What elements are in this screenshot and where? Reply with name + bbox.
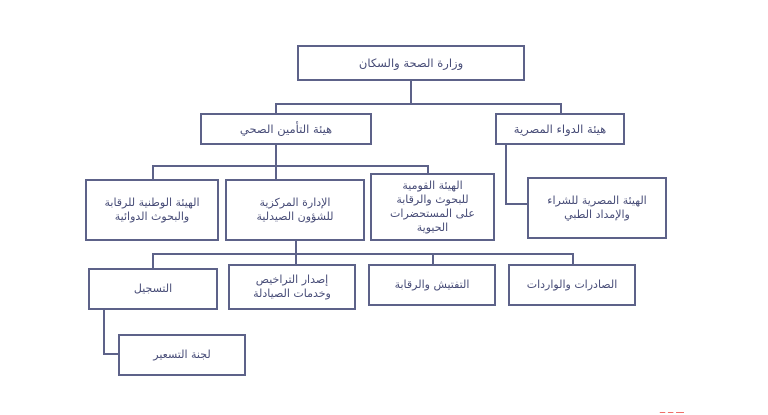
node-label: الهيئة القومية للبحوث والرقابة على المست…: [390, 178, 475, 235]
connector-health-insurance-stem: [275, 143, 277, 181]
node-egyptian-drug-authority[interactable]: هيئة الدواء المصرية: [495, 113, 625, 145]
node-label: الصادرات والواردات: [526, 277, 618, 291]
node-exports-and-imports[interactable]: الصادرات والواردات: [508, 264, 636, 306]
connector-registration-drop: [103, 310, 105, 355]
node-label: التفتيش والرقابة: [394, 277, 470, 291]
bottom-cropped-caption: ـــ ــ ــ: [659, 406, 684, 415]
connector-to-national-drug-control: [152, 165, 154, 181]
node-procurement-medical-supply[interactable]: الهيئة المصرية للشراء والإمداد الطبي: [527, 177, 667, 239]
connector-to-health-insurance: [275, 103, 277, 115]
connector-registration-elbow: [103, 353, 125, 355]
node-label: إصدار التراخيص وخدمات الصيادلة: [253, 272, 331, 300]
node-registration[interactable]: التسجيل: [88, 268, 218, 310]
connector-level3-bar: [152, 165, 427, 167]
node-label: وزارة الصحة والسكان: [358, 55, 464, 70]
node-label: التسجيل: [133, 281, 173, 295]
node-label: الهيئة الوطنية للرقابة والبحوث الدوائية: [104, 195, 200, 223]
connector-drug-authority-elbow: [505, 203, 527, 205]
connector-to-registration: [152, 253, 154, 269]
connector-drug-authority-drop: [505, 143, 507, 205]
node-label: الإدارة المركزية للشؤون الصيدلية: [256, 195, 334, 223]
node-ministry-of-health[interactable]: وزارة الصحة والسكان: [297, 45, 525, 81]
node-licensing-pharmacist-services[interactable]: إصدار التراخيص وخدمات الصيادلة: [228, 264, 356, 310]
node-national-drug-control-research[interactable]: الهيئة الوطنية للرقابة والبحوث الدوائية: [85, 179, 219, 241]
node-label: هيئة التأمين الصحي: [239, 121, 333, 136]
node-central-pharmaceutical-affairs[interactable]: الإدارة المركزية للشؤون الصيدلية: [225, 179, 365, 241]
node-pricing-committee[interactable]: لجنة التسعير: [118, 334, 246, 376]
node-label: هيئة الدواء المصرية: [513, 121, 607, 136]
node-label: لجنة التسعير: [153, 347, 211, 361]
connector-root-bar: [275, 103, 562, 105]
node-label: الهيئة المصرية للشراء والإمداد الطبي: [547, 193, 647, 221]
connector-level4-bar: [152, 253, 572, 255]
connector-to-inspection: [432, 253, 434, 269]
connector-to-drug-authority: [560, 103, 562, 115]
node-national-biologicals-control[interactable]: الهيئة القومية للبحوث والرقابة على المست…: [370, 173, 495, 241]
node-inspection-and-control[interactable]: التفتيش والرقابة: [368, 264, 496, 306]
connector-central-pharma-stem: [295, 240, 297, 270]
node-health-insurance-authority[interactable]: هيئة التأمين الصحي: [200, 113, 372, 145]
connector-to-exports-imports: [572, 253, 574, 269]
connector-root-stem: [410, 80, 412, 104]
